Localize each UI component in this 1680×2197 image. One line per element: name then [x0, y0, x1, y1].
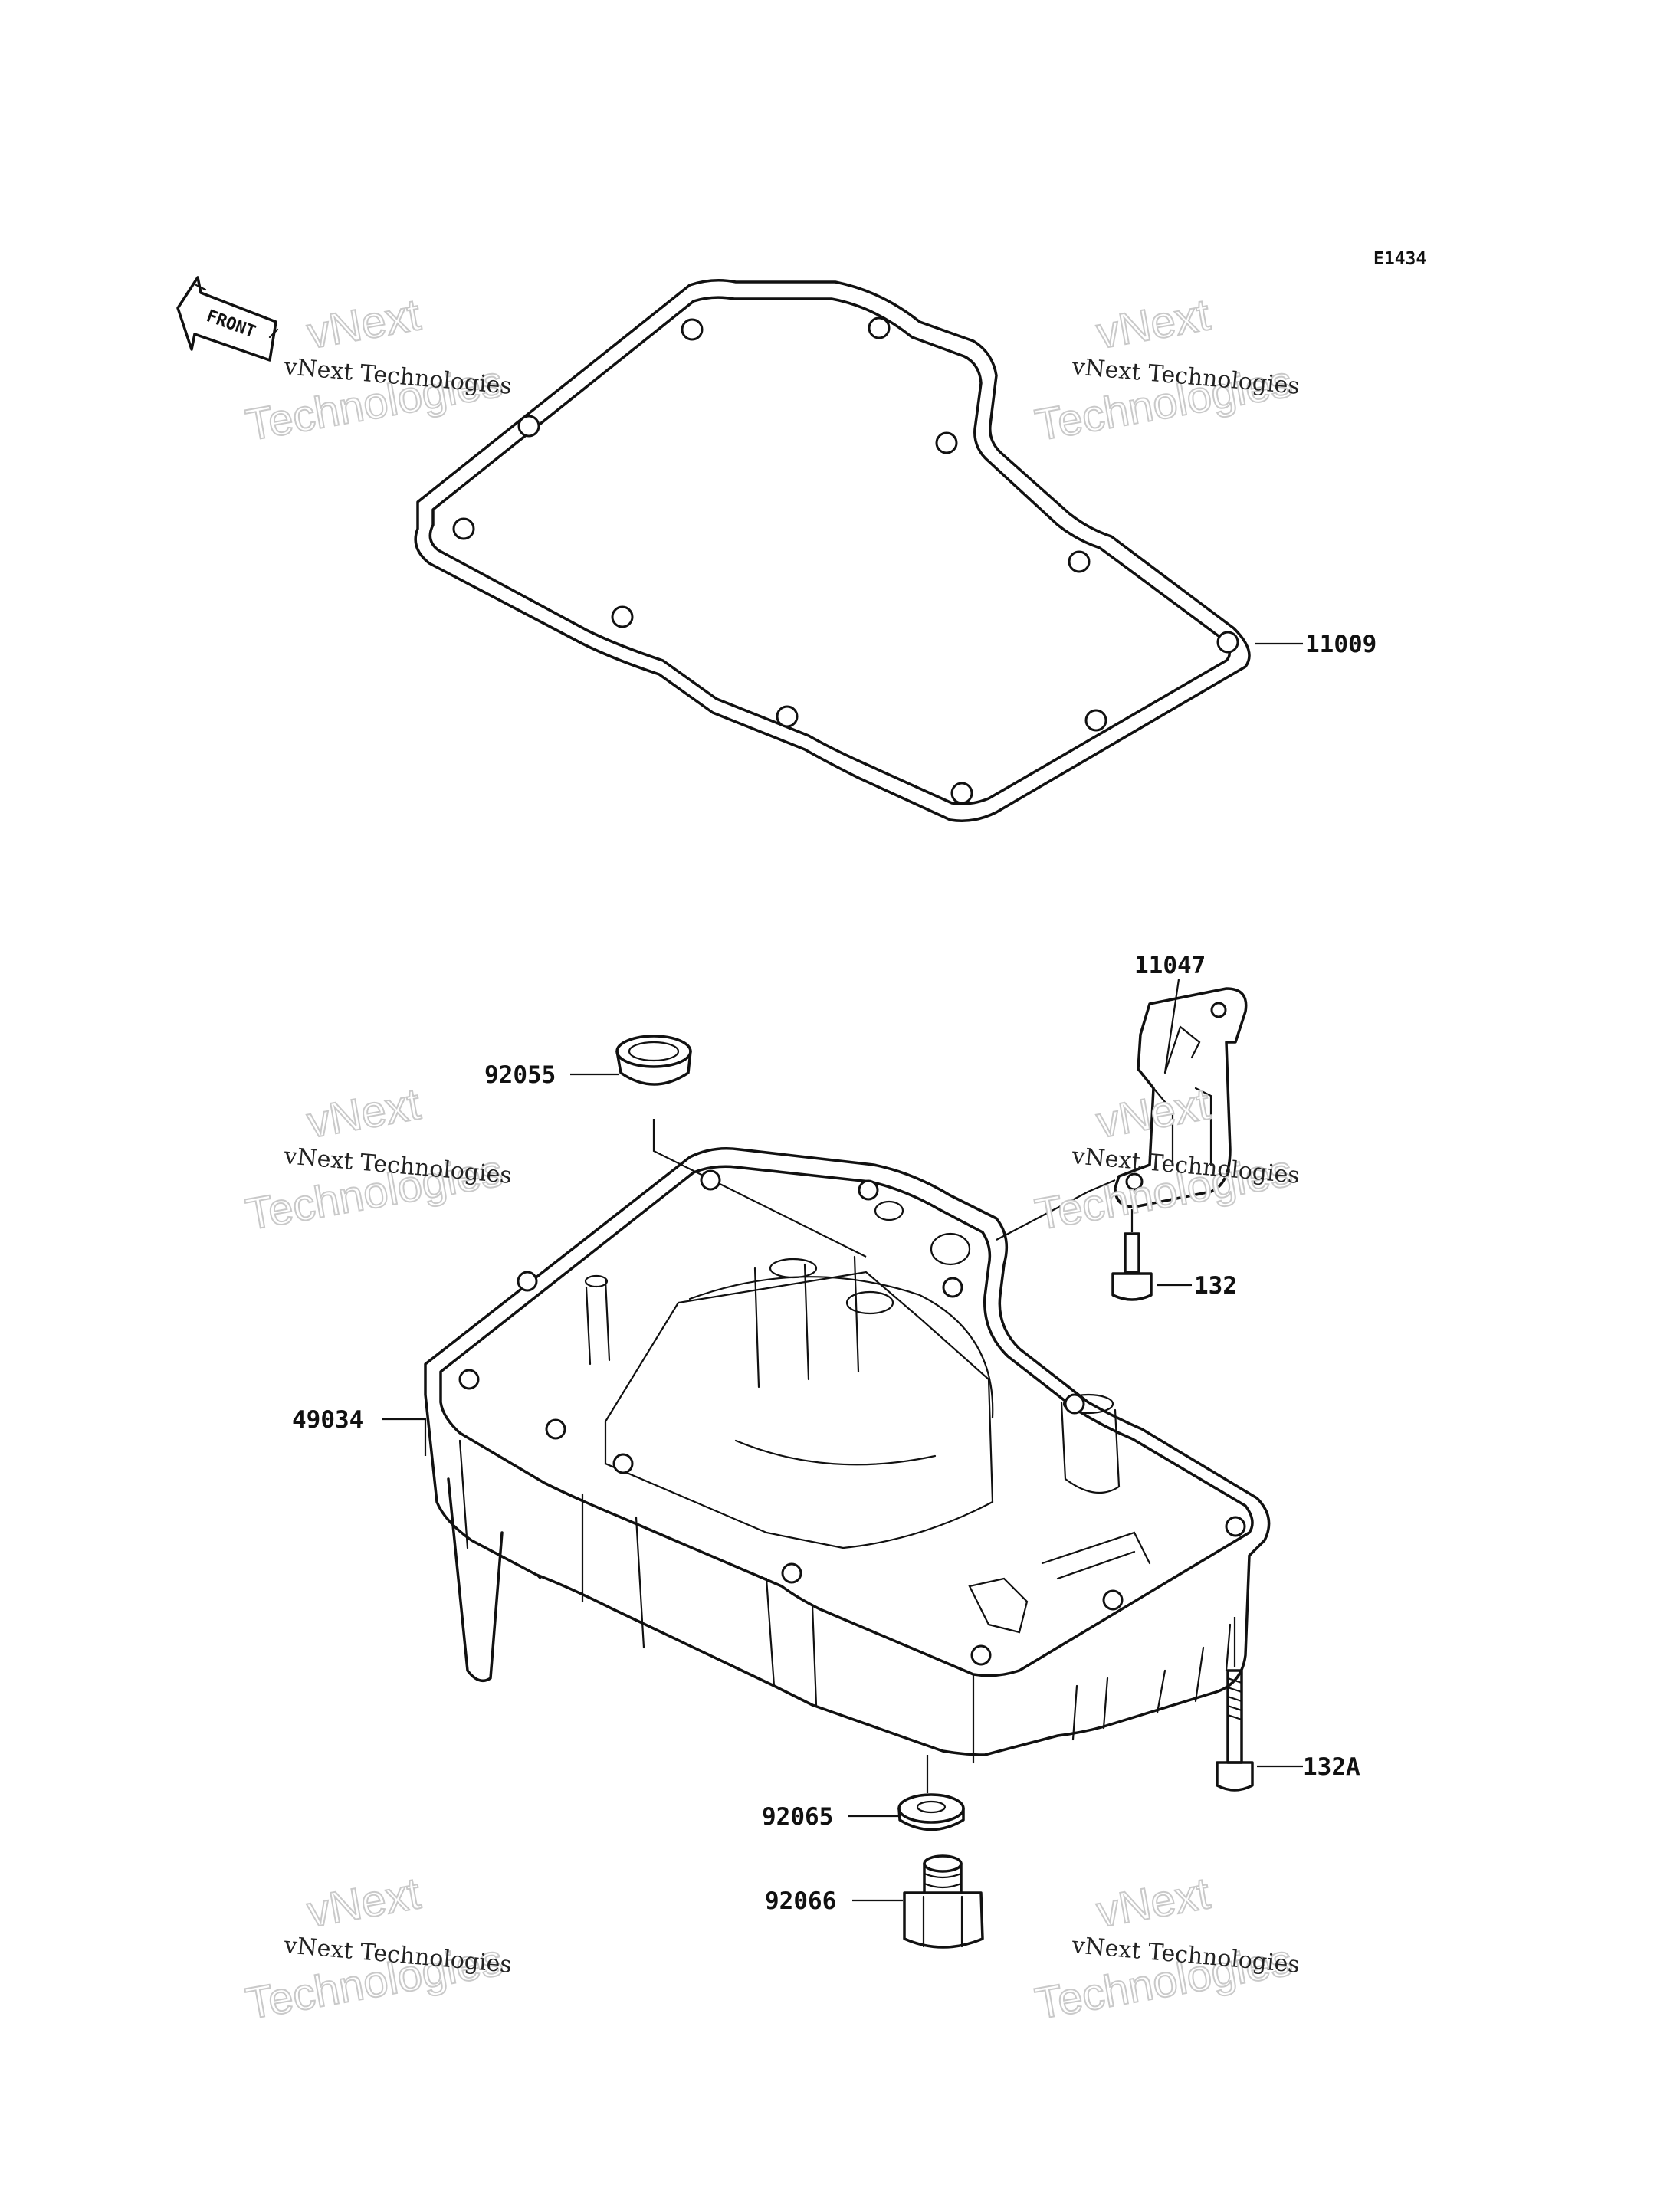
svg-text:vNext: vNext — [1093, 1079, 1213, 1148]
callout-11047: 11047 — [1134, 952, 1206, 979]
callout-132: 132 — [1194, 1272, 1237, 1300]
oil-pan-gasket — [414, 279, 1251, 822]
oil-pan — [424, 1147, 1271, 1764]
diagram-code: E1434 — [1373, 249, 1426, 269]
watermark-middle-left: vNext Technologies vNext Technologies — [241, 1078, 513, 1241]
front-arrow-icon: FRONT — [176, 276, 279, 362]
svg-text:vNext: vNext — [1093, 290, 1213, 359]
callout-92065: 92065 — [762, 1803, 833, 1831]
watermark-top-right: vNext Technologies vNext Technologies — [1031, 289, 1301, 451]
watermark-middle-right: vNext Technologies vNext Technologies — [1031, 1078, 1301, 1241]
svg-text:vNext: vNext — [304, 1079, 424, 1148]
svg-text:vNext: vNext — [304, 1868, 424, 1937]
oil-pan-bolt-holes — [458, 1169, 1246, 1666]
callout-92055: 92055 — [484, 1061, 556, 1089]
drain-plug — [903, 1854, 984, 1949]
gasket-bolt-holes — [452, 316, 1239, 805]
svg-text:vNext: vNext — [304, 290, 424, 359]
drain-washer — [897, 1793, 965, 1831]
callout-92066: 92066 — [765, 1887, 836, 1915]
watermark-bottom-left: vNext Technologies vNext Technologies — [241, 1867, 513, 2030]
short-bolt — [1111, 1232, 1153, 1301]
callout-11009: 11009 — [1305, 631, 1376, 658]
svg-text:vNext: vNext — [1093, 1868, 1213, 1937]
bracket — [1114, 987, 1248, 1208]
callout-132A: 132A — [1303, 1753, 1360, 1781]
callout-49034: 49034 — [292, 1406, 363, 1434]
long-bolt — [1216, 1669, 1254, 1792]
watermark-bottom-right: vNext Technologies vNext Technologies — [1031, 1867, 1301, 2030]
oil-cap — [615, 1035, 692, 1086]
watermark-top-left: vNext Technologies vNext Technologies — [241, 289, 513, 451]
